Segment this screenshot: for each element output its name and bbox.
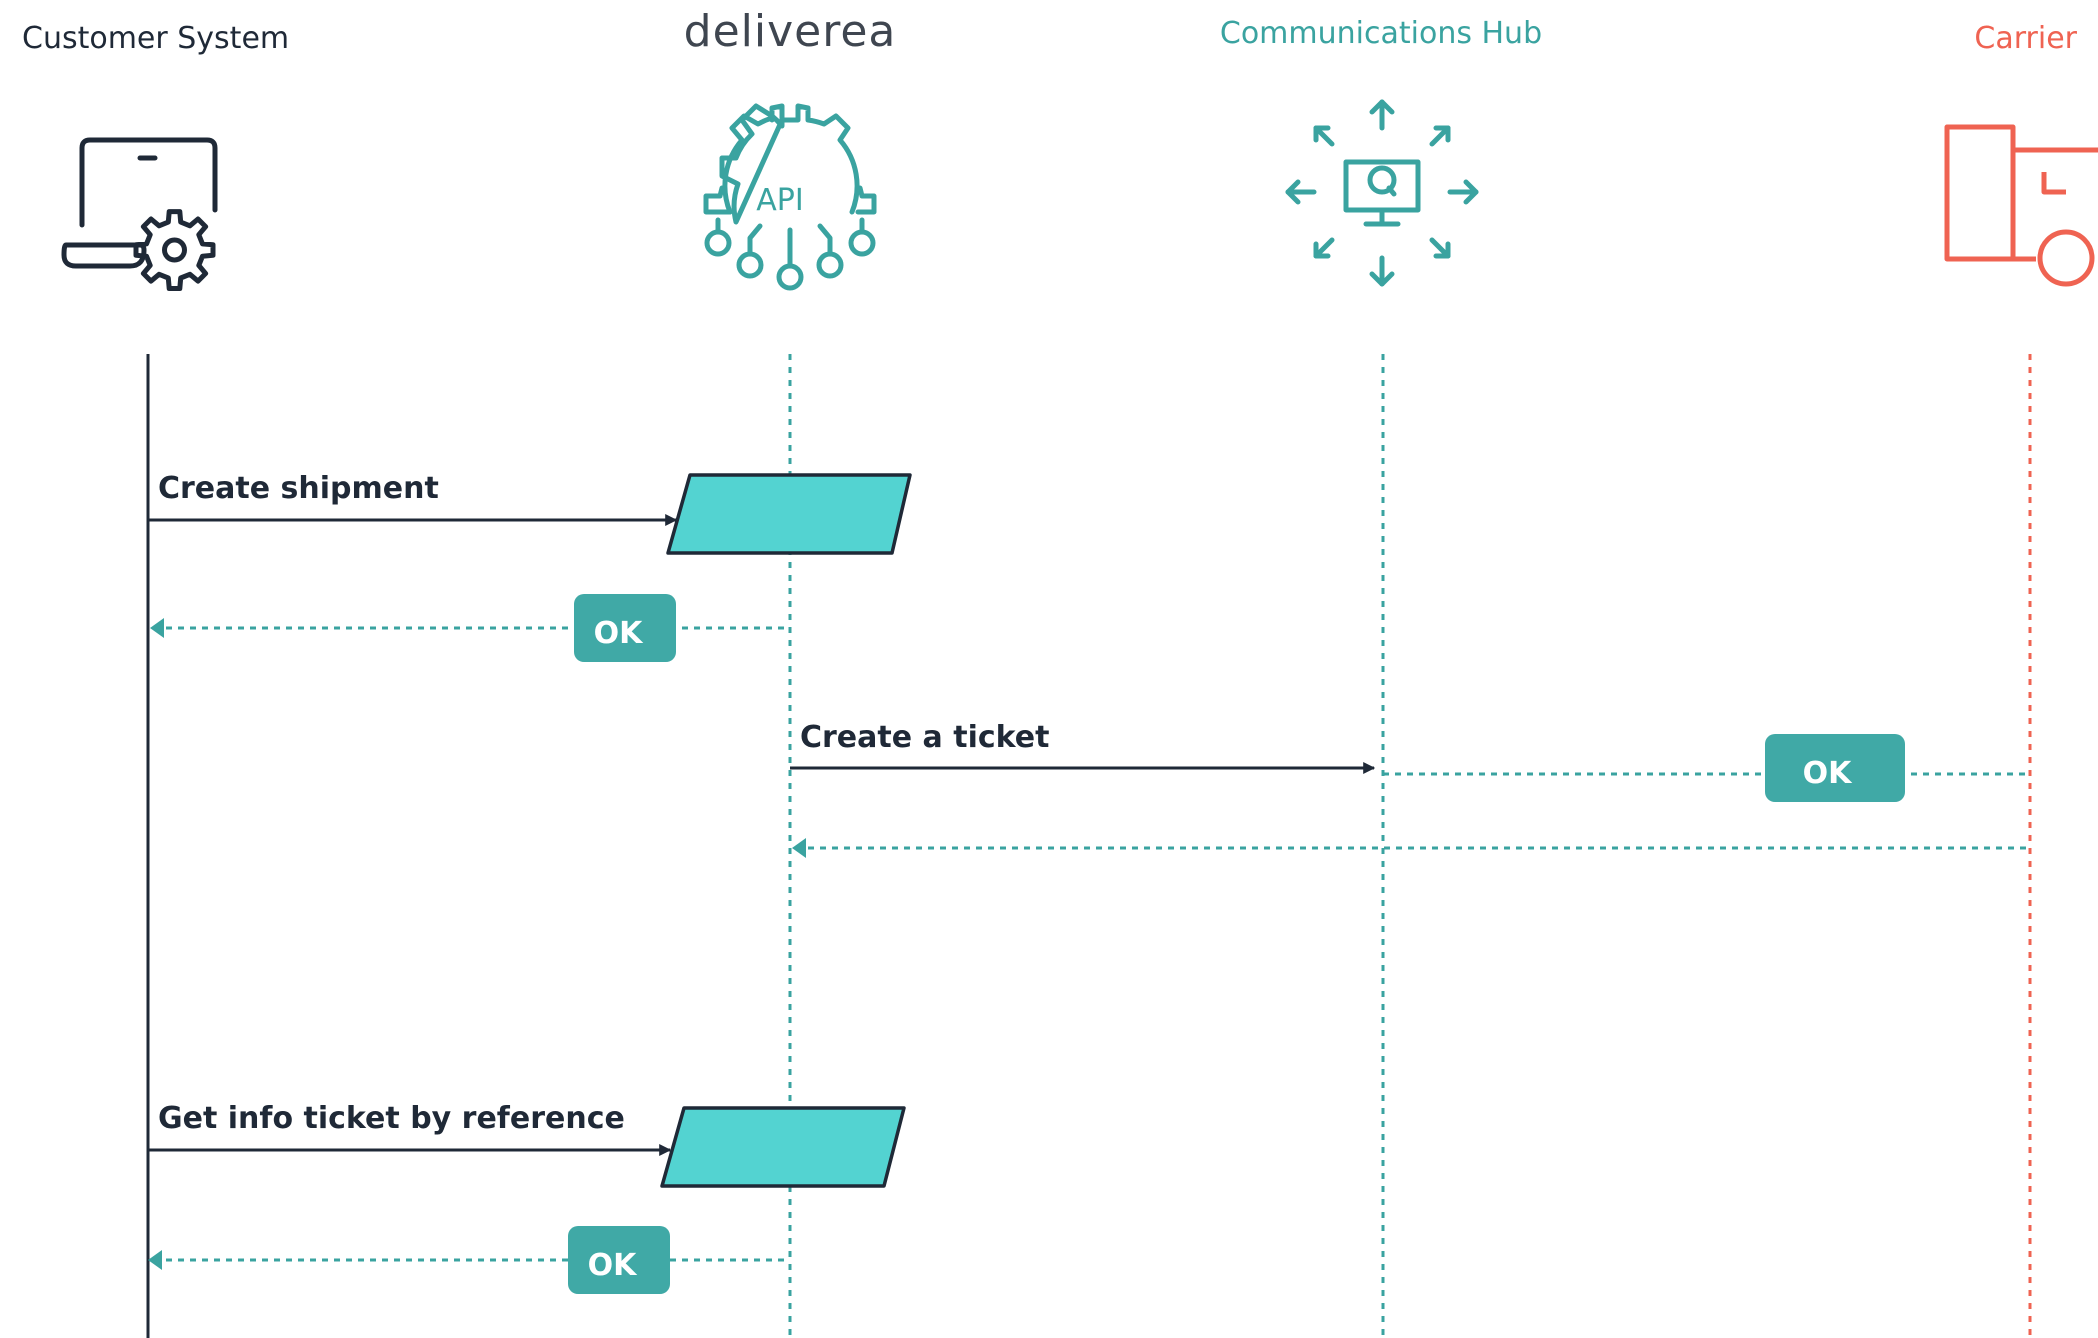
message-get-info-label: Get info ticket by reference — [158, 1101, 625, 1136]
message-create-ticket-label: Create a ticket — [800, 720, 1049, 755]
broadcast-monitor-icon — [1285, 99, 1479, 287]
participant-customer-name: Customer System — [22, 21, 289, 56]
participant-carrier-name: Carrier — [1974, 21, 2077, 56]
ok-button-1 — [574, 594, 676, 662]
response-2-arrowhead — [792, 838, 806, 858]
ok-button-3 — [568, 1226, 670, 1294]
participant-deliverea-name: deliverea — [684, 6, 897, 57]
participant-hub-name: Communications Hub — [1220, 16, 1542, 51]
api-icon-label: API — [756, 183, 803, 218]
laptop-gear-icon — [61, 137, 218, 291]
ok-button-1-label: OK — [594, 616, 645, 651]
activation-box-2 — [660, 1106, 906, 1188]
ok-button-3-label: OK — [588, 1248, 639, 1283]
truck-icon — [1944, 124, 2098, 287]
response-1-arrowhead — [150, 618, 164, 638]
api-gear-icon — [703, 103, 877, 291]
activation-box-1 — [666, 473, 912, 555]
response-3-arrowhead — [148, 1250, 162, 1270]
ok-button-2 — [1765, 734, 1905, 802]
ok-button-2-label: OK — [1803, 756, 1854, 791]
message-create-shipment-label: Create shipment — [158, 471, 439, 506]
